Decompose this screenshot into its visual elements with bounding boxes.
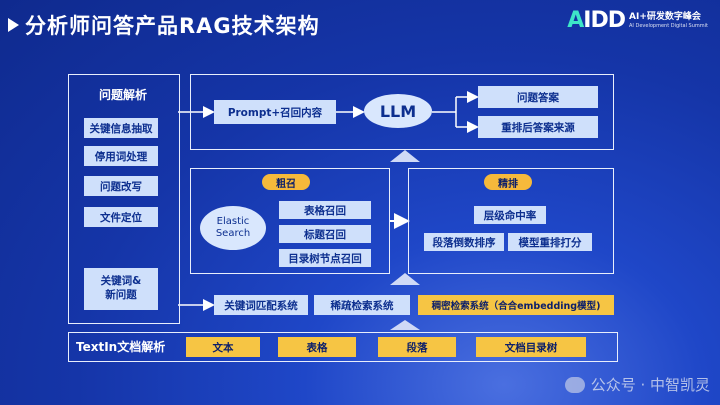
coarse-recall-panel: [190, 168, 390, 274]
keywords-new-question-box: 关键词& 新问题: [84, 268, 158, 310]
logo-line1: AI+研发数字峰会: [629, 11, 701, 22]
reranked-source-box: 重排后答案来源: [478, 116, 598, 138]
parse-toc-tree-box: 文档目录树: [476, 337, 586, 357]
sparse-retrieval-system-box: 稀疏检索系统: [314, 295, 410, 315]
key-info-extraction-box: 关键信息抽取: [84, 118, 158, 138]
logo-line2: AI Development Digital Summit: [629, 22, 708, 29]
logo-mark: AIDD: [567, 8, 626, 33]
play-triangle-icon: [8, 18, 19, 32]
textin-parse-panel: [68, 332, 618, 362]
coarse-recall-pill: 粗召: [262, 174, 310, 190]
prompt-recall-box: Prompt+召回内容: [214, 100, 336, 124]
question-parse-panel: [68, 74, 180, 324]
file-locate-box: 文件定位: [84, 207, 158, 227]
dense-retrieval-system-box: 稠密检索系统（合合embedding模型): [418, 295, 614, 315]
up-arrow-fine-to-top: [390, 150, 420, 162]
question-parse-header: 问题解析: [98, 88, 147, 102]
parse-table-box: 表格: [278, 337, 356, 357]
question-rewrite-box: 问题改写: [84, 176, 158, 196]
parse-text-box: 文本: [186, 337, 260, 357]
watermark-text: 公众号 · 中智凯灵: [590, 376, 710, 394]
summit-logo: AIDD AI+研发数字峰会 AI Development Digital Su…: [567, 8, 708, 33]
up-arrow-parse-to-retrieval: [390, 320, 420, 330]
wechat-icon: [564, 376, 585, 393]
parse-paragraph-box: 段落: [378, 337, 456, 357]
fine-ranking-panel: [408, 168, 614, 274]
wechat-watermark: 公众号 · 中智凯灵: [564, 374, 710, 395]
page-title-text: 分析师问答产品RAG技术架构: [25, 14, 320, 38]
toc-node-recall-box: 目录树节点召回: [279, 249, 371, 267]
generation-panel: [190, 74, 614, 150]
fine-ranking-pill: 精排: [484, 174, 532, 190]
level-hit-rate-box: 层级命中率: [474, 206, 546, 224]
page-title: 分析师问答产品RAG技术架构: [8, 10, 320, 40]
answer-box: 问题答案: [478, 86, 598, 108]
textin-parse-label: TextIn文档解析: [76, 340, 166, 354]
paragraph-reverse-sort-box: 段落倒数排序: [424, 233, 504, 251]
up-arrow-retrieval-to-rank: [390, 273, 420, 285]
elasticsearch-ellipse: Elastic Search: [200, 206, 266, 250]
keyword-match-system-box: 关键词匹配系统: [214, 295, 308, 315]
title-recall-box: 标题召回: [279, 225, 371, 243]
stopword-processing-box: 停用词处理: [84, 146, 158, 166]
table-recall-box: 表格召回: [279, 201, 371, 219]
model-rerank-score-box: 模型重排打分: [508, 233, 592, 251]
llm-ellipse: LLM: [364, 94, 432, 128]
